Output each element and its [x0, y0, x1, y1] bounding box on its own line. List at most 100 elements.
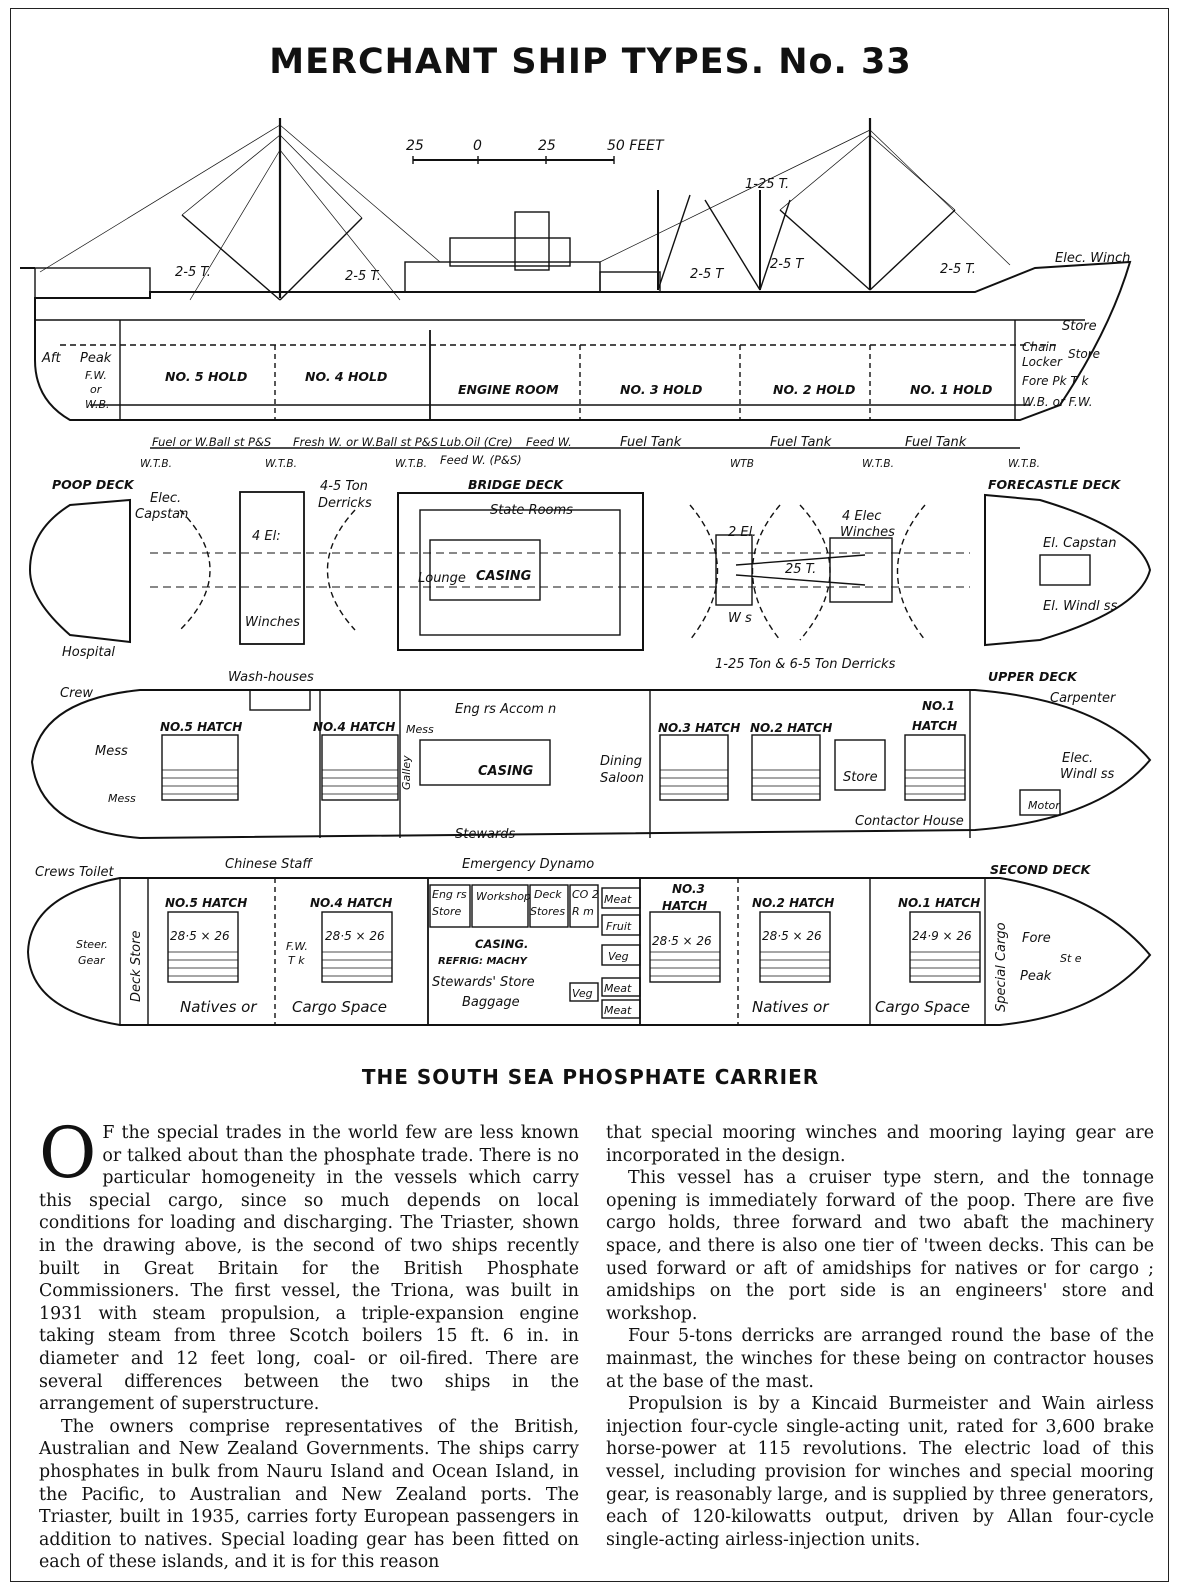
deck-label: Meat	[604, 982, 632, 995]
deck-label: CASING	[476, 569, 532, 584]
deck-label: 4 El:	[252, 529, 281, 544]
deck-label: R m	[572, 905, 594, 918]
deck-label: NO.5 HATCH	[165, 896, 247, 910]
wtb-label: WTB	[730, 458, 754, 470]
article-column-1: O F the special trades in the world few …	[39, 1118, 579, 1574]
deck-label: Fruit	[606, 920, 632, 933]
deck-label: 2 El.	[728, 525, 756, 540]
deck-label: 1-25 Ton & 6-5 Ton Derricks	[715, 657, 896, 672]
hold-label: ENGINE ROOM	[458, 382, 559, 397]
deck-label: W s	[728, 611, 752, 626]
deck-label: Meat	[604, 893, 632, 906]
deck-label: Winches	[840, 525, 895, 540]
hold-label: NO. 4 HOLD	[305, 369, 387, 384]
deck-label: El. Windl ss	[1043, 599, 1118, 614]
scale-tick: 25	[538, 138, 556, 154]
paragraph: F the special trades in the world few ar…	[39, 1123, 579, 1415]
deck-label: Natives or	[752, 998, 829, 1016]
deck-name: FORECASTLE DECK	[988, 477, 1122, 492]
paragraph: This vessel has a cruiser type stern, an…	[606, 1168, 1154, 1324]
deck-label: Winches	[245, 615, 300, 630]
deck-label: T k	[288, 954, 305, 967]
scale-tick: 50 FEET	[607, 138, 665, 154]
derrick-label: 1-25 T.	[745, 177, 789, 192]
deck-label: Capstan	[135, 507, 188, 522]
deck-label: NO.4 HATCH	[313, 720, 395, 734]
aft-label: or	[90, 383, 103, 396]
deck-label: Stores	[530, 905, 565, 918]
deck-label: Gear	[78, 954, 106, 967]
wtb-label: W.T.B.	[395, 458, 427, 470]
deck-label: St e	[1060, 952, 1082, 965]
deck-label: Contactor House	[855, 814, 964, 829]
deck-label: 28·5 × 26	[652, 934, 712, 948]
deck-label: Eng rs Accom n	[455, 702, 556, 717]
deck-label: Saloon	[600, 771, 644, 786]
wtb-label: W.T.B.	[862, 458, 894, 470]
ship-drawing: 25 0 25 50 FEET 2-5 T. 2-5 T. 2-5 T 2-5 …	[20, 118, 1152, 1026]
deck-label: Deck Store	[129, 931, 144, 1002]
tank-label: Fuel or W.Ball st P&S	[152, 435, 271, 449]
paragraph: Propulsion is by a Kincaid Burmeister an…	[606, 1394, 1154, 1550]
profile-view	[20, 118, 1132, 449]
aft-label: Aft	[41, 351, 61, 366]
article-heading: THE SOUTH SEA PHOSPHATE CARRIER	[361, 1065, 820, 1089]
deck-name: BRIDGE DECK	[468, 477, 564, 492]
scale-bar	[412, 156, 615, 164]
tank-label: Lub.Oil (Cre)	[440, 435, 513, 449]
hold-label: NO. 3 HOLD	[620, 382, 702, 397]
deck-label: NO.5 HATCH	[160, 720, 242, 734]
derrick-label: 2-5 T.	[940, 262, 976, 277]
deck-label: Store	[432, 905, 462, 918]
deck-label: Motor	[1028, 799, 1061, 812]
page-title: MERCHANT SHIP TYPES. No. 33	[269, 42, 912, 82]
deck-label: Eng rs	[432, 888, 467, 901]
scale-tick: 0	[473, 138, 482, 154]
deck-label: Natives or	[180, 998, 257, 1016]
deck-label: Elec.	[1062, 751, 1093, 766]
deck-label: Baggage	[462, 995, 520, 1010]
deck-label: Emergency Dynamo	[462, 857, 594, 872]
deck-label: Veg	[608, 950, 629, 963]
bridge-deck-plan	[28, 491, 1152, 651]
deck-name: POOP DECK	[52, 477, 135, 492]
paragraph: Four 5-tons derricks are arranged round …	[606, 1326, 1154, 1392]
fore-label: W.B. or F.W.	[1022, 395, 1093, 409]
hold-label: NO. 2 HOLD	[773, 382, 855, 397]
derrick-label: 2-5 T.	[345, 269, 381, 284]
deck-label: NO.3	[672, 882, 705, 896]
fore-label: Chain	[1022, 340, 1056, 354]
article-column-2: that special mooring winches and mooring…	[606, 1122, 1154, 1551]
deck-label: Cargo Space	[292, 998, 387, 1016]
deck-label: Store	[843, 770, 878, 785]
hold-label: NO. 5 HOLD	[165, 369, 247, 384]
paragraph: that special mooring winches and mooring…	[606, 1123, 1154, 1166]
deck-label: CO 2	[572, 888, 599, 901]
deck-label: NO.1	[922, 699, 955, 713]
scale-tick: 25	[406, 138, 424, 154]
deck-label: Stewards' Store	[432, 975, 535, 990]
deck-label: Galley	[400, 755, 413, 790]
deck-label: Lounge	[418, 571, 466, 586]
tank-label: Fresh W. or W.Ball st P&S	[293, 435, 438, 449]
deck-label: 25 T.	[785, 562, 816, 577]
deck-label: Derricks	[318, 496, 372, 511]
deck-label: Wash-houses	[228, 670, 314, 685]
page-border	[10, 8, 1169, 1582]
deck-label: Hospital	[62, 645, 115, 660]
deck-label: 28·5 × 26	[325, 929, 385, 943]
wtb-label: W.T.B.	[1008, 458, 1040, 470]
deck-label: Workshop	[476, 890, 531, 903]
elec-winch-label: Elec. Winch	[1055, 251, 1130, 266]
upper-deck-plan	[30, 689, 1152, 840]
deck-label: 24·9 × 26	[912, 929, 972, 943]
derrick-label: 2-5 T	[690, 267, 724, 282]
deck-label: Mess	[406, 723, 434, 736]
deck-label: Deck	[534, 888, 562, 901]
second-deck-plan	[26, 877, 1152, 1026]
deck-label: REFRIG: MACHY	[438, 956, 529, 967]
deck-label: Windl ss	[1060, 767, 1114, 782]
derrick-label: 2-5 T	[770, 257, 804, 272]
deck-label: Dining	[600, 754, 642, 769]
deck-label: CASING	[478, 764, 534, 779]
